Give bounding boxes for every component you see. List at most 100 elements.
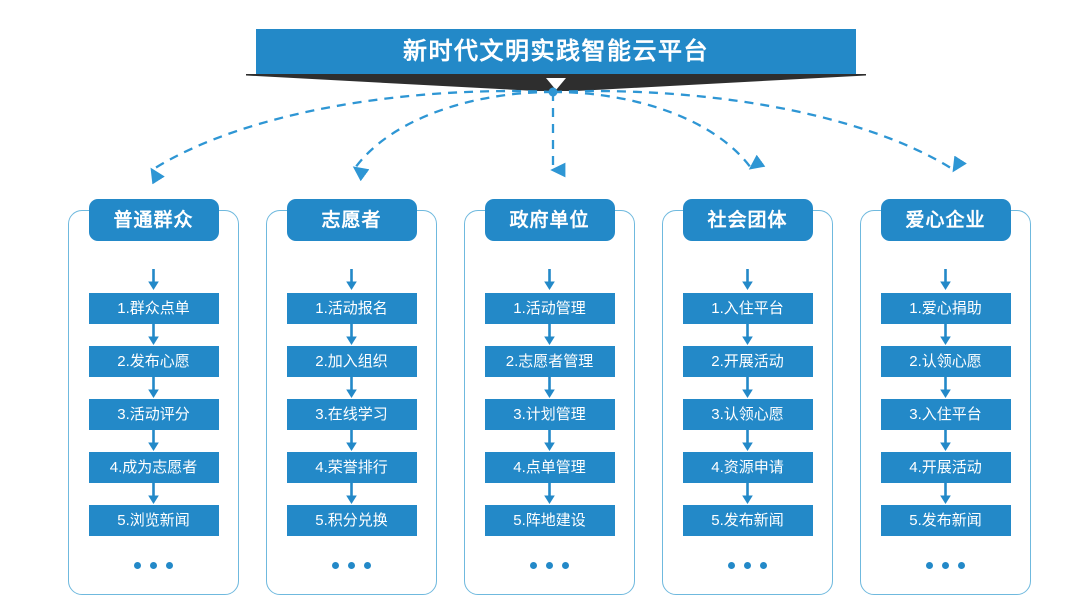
- dot-icon: [728, 562, 735, 569]
- step-item[interactable]: 3.计划管理: [484, 399, 615, 430]
- step-list: 1.爱心捐助 2.认领心愿 3.入住平台 4.开展活动 5.发布新闻: [861, 267, 1030, 569]
- role-header-government[interactable]: 政府单位: [484, 199, 615, 241]
- step-label: 2.志愿者管理: [505, 353, 594, 370]
- step-item[interactable]: 4.开展活动: [880, 452, 1011, 483]
- step-item[interactable]: 3.在线学习: [286, 399, 417, 430]
- step-label: 4.点单管理: [513, 459, 586, 476]
- step-arrow-icon: [742, 269, 753, 290]
- more-indicator: [926, 562, 965, 569]
- role-column-charity-enterprise[interactable]: 爱心企业 1.爱心捐助 2.认领心愿 3.入住平台 4.开展活动 5.发布新闻: [860, 199, 1031, 595]
- step-item[interactable]: 1.爱心捐助: [880, 293, 1011, 324]
- step-arrow-icon: [940, 430, 951, 451]
- step-item[interactable]: 4.资源申请: [682, 452, 813, 483]
- role-header-label: 爱心企业: [905, 209, 986, 231]
- banner-ribbon-shadow: [246, 74, 866, 91]
- down-caret-icon: [546, 78, 566, 90]
- dot-icon: [166, 562, 173, 569]
- connector-to-public: [150, 89, 554, 185]
- dot-icon: [150, 562, 157, 569]
- step-item[interactable]: 2.志愿者管理: [484, 346, 615, 377]
- step-label: 1.爱心捐助: [909, 300, 982, 317]
- role-column-government[interactable]: 政府单位 1.活动管理 2.志愿者管理 3.计划管理 4.点单管理 5.阵地建设: [464, 199, 635, 595]
- step-item[interactable]: 5.浏览新闻: [88, 505, 219, 536]
- more-indicator: [530, 562, 569, 569]
- step-item[interactable]: 2.加入组织: [286, 346, 417, 377]
- step-list: 1.入住平台 2.开展活动 3.认领心愿 4.资源申请 5.发布新闻: [663, 267, 832, 569]
- step-label: 2.开展活动: [711, 353, 784, 370]
- step-item[interactable]: 3.认领心愿: [682, 399, 813, 430]
- step-item[interactable]: 1.活动管理: [484, 293, 615, 324]
- role-header-label: 社会团体: [707, 209, 788, 231]
- role-header-social-group[interactable]: 社会团体: [682, 199, 813, 241]
- dot-icon: [348, 562, 355, 569]
- step-item[interactable]: 1.群众点单: [88, 293, 219, 324]
- more-indicator: [134, 562, 173, 569]
- step-arrow-icon: [742, 483, 753, 504]
- step-item[interactable]: 3.活动评分: [88, 399, 219, 430]
- step-label: 5.浏览新闻: [117, 512, 190, 529]
- step-arrow-icon: [940, 483, 951, 504]
- step-arrow-icon: [940, 269, 951, 290]
- step-item[interactable]: 5.积分兑换: [286, 505, 417, 536]
- step-label: 5.阵地建设: [513, 512, 586, 529]
- step-item[interactable]: 5.发布新闻: [682, 505, 813, 536]
- step-item[interactable]: 2.开展活动: [682, 346, 813, 377]
- role-header-label: 普通群众: [113, 209, 194, 231]
- step-arrow-icon: [346, 430, 357, 451]
- platform-title: 新时代文明实践智能云平台: [403, 38, 709, 65]
- step-arrow-icon: [346, 483, 357, 504]
- dot-icon: [942, 562, 949, 569]
- step-arrow-icon: [742, 324, 753, 345]
- step-arrow-icon: [742, 377, 753, 398]
- dot-icon: [958, 562, 965, 569]
- role-header-charity-enterprise[interactable]: 爱心企业: [880, 199, 1011, 241]
- step-item[interactable]: 4.成为志愿者: [88, 452, 219, 483]
- role-column-volunteer[interactable]: 志愿者 1.活动报名 2.加入组织 3.在线学习 4.荣誉排行 5.积分兑换: [266, 199, 437, 595]
- step-arrow-icon: [346, 377, 357, 398]
- role-header-public[interactable]: 普通群众: [88, 199, 219, 241]
- role-column-social-group[interactable]: 社会团体 1.入住平台 2.开展活动 3.认领心愿 4.资源申请 5.发布新闻: [662, 199, 833, 595]
- step-label: 4.开展活动: [909, 459, 982, 476]
- step-item[interactable]: 5.阵地建设: [484, 505, 615, 536]
- step-arrow-icon: [544, 377, 555, 398]
- step-label: 1.活动管理: [513, 300, 586, 317]
- connector-to-charity-enterprise: [552, 89, 967, 173]
- step-label: 5.发布新闻: [711, 512, 784, 529]
- step-arrow-icon: [544, 269, 555, 290]
- step-label: 3.入住平台: [909, 406, 982, 423]
- step-label: 2.加入组织: [315, 353, 388, 370]
- dot-icon: [364, 562, 371, 569]
- dot-icon: [546, 562, 553, 569]
- step-item[interactable]: 1.活动报名: [286, 293, 417, 324]
- step-label: 1.入住平台: [711, 300, 784, 317]
- step-item[interactable]: 2.认领心愿: [880, 346, 1011, 377]
- step-arrow-icon: [742, 430, 753, 451]
- step-arrow-icon: [940, 324, 951, 345]
- dot-icon: [926, 562, 933, 569]
- step-item[interactable]: 2.发布心愿: [88, 346, 219, 377]
- step-arrow-icon: [148, 377, 159, 398]
- step-arrow-icon: [148, 483, 159, 504]
- role-column-public[interactable]: 普通群众 1.群众点单 2.发布心愿 3.活动评分 4.成为志愿者 5.浏览新闻: [68, 199, 239, 595]
- step-item[interactable]: 4.荣誉排行: [286, 452, 417, 483]
- step-label: 3.认领心愿: [711, 406, 784, 423]
- dot-icon: [332, 562, 339, 569]
- dot-icon: [530, 562, 537, 569]
- step-item[interactable]: 1.入住平台: [682, 293, 813, 324]
- dot-icon: [562, 562, 569, 569]
- step-item[interactable]: 5.发布新闻: [880, 505, 1011, 536]
- role-header-volunteer[interactable]: 志愿者: [286, 199, 417, 241]
- step-label: 5.积分兑换: [315, 512, 388, 529]
- step-label: 1.活动报名: [315, 300, 388, 317]
- step-label: 2.认领心愿: [909, 353, 982, 370]
- step-label: 3.在线学习: [315, 406, 388, 423]
- step-item[interactable]: 3.入住平台: [880, 399, 1011, 430]
- step-label: 3.计划管理: [513, 406, 586, 423]
- connector-to-volunteer: [352, 90, 554, 182]
- role-header-label: 政府单位: [509, 209, 590, 231]
- connector-to-social-group: [552, 90, 766, 170]
- step-arrow-icon: [346, 324, 357, 345]
- dot-icon: [134, 562, 141, 569]
- step-item[interactable]: 4.点单管理: [484, 452, 615, 483]
- step-label: 2.发布心愿: [117, 353, 190, 370]
